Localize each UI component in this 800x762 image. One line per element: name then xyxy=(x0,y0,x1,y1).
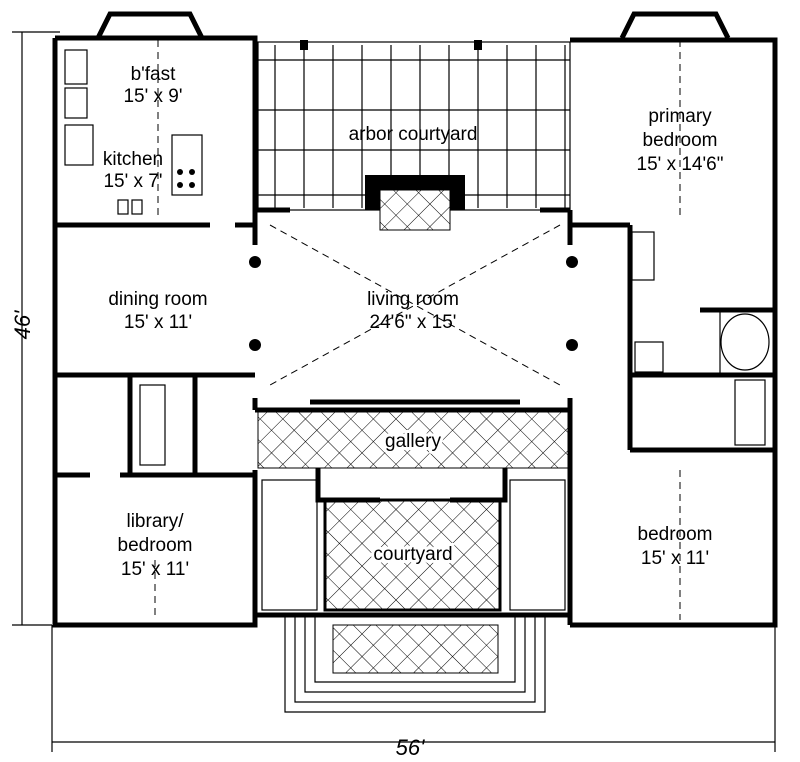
entry-steps xyxy=(284,615,546,713)
planter-left xyxy=(261,479,318,611)
width-label: 56' xyxy=(396,735,425,760)
kitchen-fixtures xyxy=(64,49,203,215)
primary-bay-window xyxy=(619,11,731,40)
library-name: library/ xyxy=(126,511,184,532)
bath-fixtures xyxy=(139,231,776,466)
primary-size: 15' x 14'6" xyxy=(637,154,724,175)
living-size: 24'6" x 15' xyxy=(370,312,457,333)
kitchen-bay-window xyxy=(95,11,205,40)
bedroom-name: bedroom xyxy=(638,524,713,545)
gallery-name: gallery xyxy=(385,431,441,452)
dining-name: dining room xyxy=(108,289,207,310)
dashed-lines xyxy=(154,40,681,620)
bedroom-size: 15' x 11' xyxy=(641,548,709,569)
primary-name: primary xyxy=(648,106,712,127)
library-size: 15' x 11' xyxy=(121,559,189,580)
gallery-floor xyxy=(257,411,569,469)
courtyard-wall xyxy=(315,468,508,503)
columns xyxy=(249,256,578,351)
library-name2: bedroom xyxy=(118,535,193,556)
bfast-size: 15' x 9' xyxy=(123,86,182,107)
kitchen-size: 15' x 7' xyxy=(103,171,162,192)
planter-right xyxy=(509,479,566,611)
arbor-courtyard xyxy=(257,40,571,231)
width-dimension: 56' xyxy=(51,625,776,760)
kitchen-name: kitchen xyxy=(103,149,163,170)
dining-size: 15' x 11' xyxy=(124,312,192,333)
living-name: living room xyxy=(367,289,459,310)
courtyard-name: courtyard xyxy=(373,544,452,565)
depth-dimension: 46' xyxy=(10,31,60,626)
bfast-name: b'fast xyxy=(131,64,177,85)
courtyard-floor xyxy=(323,498,502,612)
arbor-name: arbor courtyard xyxy=(349,124,478,145)
depth-label: 46' xyxy=(10,310,35,339)
primary-name2: bedroom xyxy=(643,130,718,151)
